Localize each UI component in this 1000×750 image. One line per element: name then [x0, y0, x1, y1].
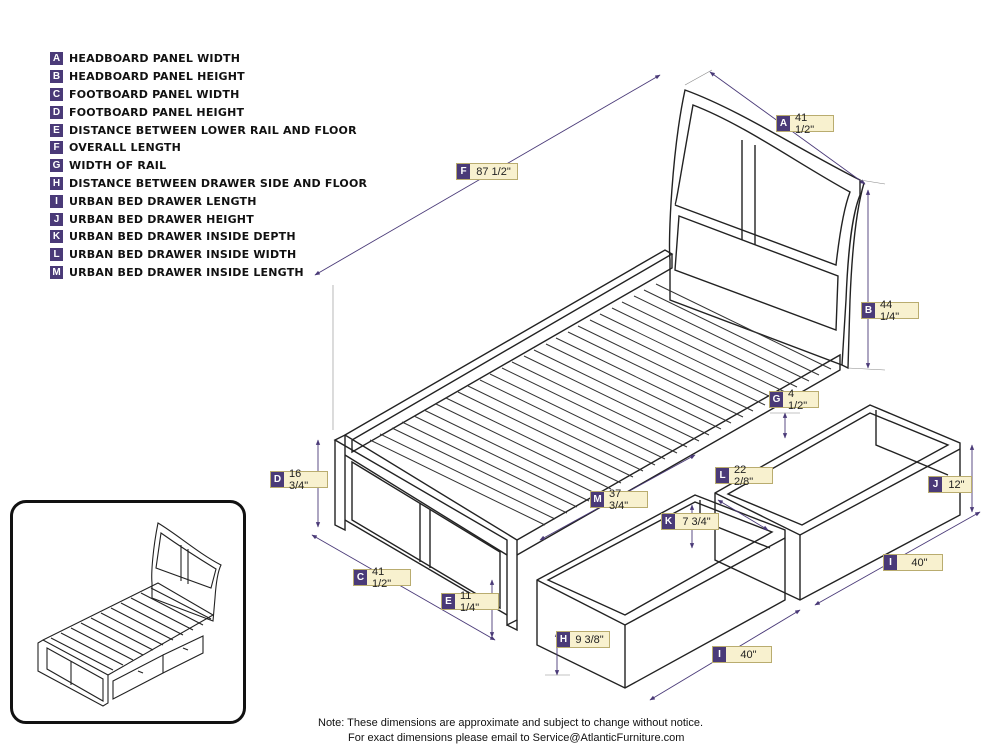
dimension-tag-b: B 44 1/4" — [861, 298, 919, 323]
tag-value: 40" — [740, 648, 757, 661]
legend-text: WIDTH OF RAIL — [69, 159, 167, 173]
dimension-tag-c: C 41 1/2" — [353, 565, 411, 590]
tag-value: 41 1/2" — [795, 111, 815, 136]
dimension-tag-e: E 11 1/4" — [441, 589, 499, 614]
legend-letter: B — [50, 70, 63, 84]
legend-letter: J — [50, 212, 63, 226]
tag-letter: M — [591, 492, 604, 507]
bed-thumbnail — [10, 500, 246, 724]
legend-item-c: C FOOTBOARD PANEL WIDTH — [50, 86, 367, 104]
legend-text: HEADBOARD PANEL HEIGHT — [69, 70, 245, 84]
dimension-tag-d: D 16 3/4" — [270, 467, 328, 492]
bed-slats — [369, 283, 832, 526]
legend-item-m: M URBAN BED DRAWER INSIDE LENGTH — [50, 264, 367, 282]
legend-item-e: E DISTANCE BETWEEN LOWER RAIL AND FLOOR — [50, 121, 367, 139]
tag-value: 16 3/4" — [289, 467, 309, 492]
tag-value: 22 2/8" — [734, 463, 754, 488]
legend-letter: C — [50, 87, 63, 101]
dimension-tag-m: M 37 3/4" — [590, 487, 648, 512]
legend-item-b: B HEADBOARD PANEL HEIGHT — [50, 68, 367, 86]
tag-letter: G — [770, 392, 783, 407]
tag-letter: I — [713, 647, 726, 662]
legend-letter: L — [50, 248, 63, 262]
dimension-tag-l: L 22 2/8" — [715, 463, 773, 488]
legend-text: FOOTBOARD PANEL HEIGHT — [69, 105, 245, 119]
dimension-tag-i-back: I 40" — [883, 554, 943, 571]
legend-letter: D — [50, 105, 63, 119]
disclaimer-note: Note: These dimensions are approximate a… — [318, 716, 703, 746]
legend-letter: I — [50, 194, 63, 208]
tag-value: 41 1/2" — [372, 565, 392, 590]
legend-text: OVERALL LENGTH — [69, 141, 181, 155]
tag-letter: J — [929, 477, 942, 492]
legend-text: DISTANCE BETWEEN LOWER RAIL AND FLOOR — [69, 123, 357, 137]
tag-value: 37 3/4" — [609, 487, 629, 512]
note-line-2: For exact dimensions please email to Ser… — [348, 732, 685, 744]
extension-lines — [332, 69, 886, 676]
legend-letter: M — [50, 265, 63, 279]
legend-letter: E — [50, 123, 63, 137]
tag-letter: A — [777, 116, 790, 131]
dimension-legend: A HEADBOARD PANEL WIDTH B HEADBOARD PANEL H… — [50, 50, 367, 281]
note-line-1: Note: These dimensions are approximate a… — [318, 717, 704, 729]
tag-letter: H — [557, 632, 570, 647]
tag-value: 12" — [948, 478, 965, 491]
legend-letter: K — [50, 230, 63, 244]
legend-letter: F — [50, 141, 63, 155]
tag-letter: E — [442, 594, 455, 609]
legend-item-k: K URBAN BED DRAWER INSIDE DEPTH — [50, 228, 367, 246]
legend-item-l: L URBAN BED DRAWER INSIDE WIDTH — [50, 246, 367, 264]
tag-value: 9 3/8" — [575, 633, 604, 646]
tag-value: 7 3/4" — [682, 515, 711, 528]
tag-letter: L — [716, 468, 729, 483]
legend-letter: G — [50, 159, 63, 173]
legend-text: URBAN BED DRAWER INSIDE LENGTH — [69, 265, 304, 279]
legend-item-d: D FOOTBOARD PANEL HEIGHT — [50, 103, 367, 121]
headboard — [668, 89, 865, 370]
legend-item-f: F OVERALL LENGTH — [50, 139, 367, 157]
tag-letter: I — [884, 555, 897, 570]
tag-letter: K — [662, 514, 675, 529]
legend-text: FOOTBOARD PANEL WIDTH — [69, 87, 240, 101]
legend-text: HEADBOARD PANEL WIDTH — [69, 52, 241, 66]
tag-letter: C — [354, 570, 367, 585]
tag-letter: B — [862, 303, 875, 318]
legend-text: URBAN BED DRAWER LENGTH — [69, 194, 257, 208]
tag-value: 4 1/2" — [788, 387, 808, 412]
legend-letter: H — [50, 176, 63, 190]
legend-item-i: I URBAN BED DRAWER LENGTH — [50, 192, 367, 210]
legend-text: URBAN BED DRAWER INSIDE DEPTH — [69, 230, 296, 244]
tag-value: 87 1/2" — [476, 165, 511, 178]
bed-thumbnail-illustration — [37, 522, 222, 707]
dimension-tag-k: K 7 3/4" — [661, 513, 719, 530]
dimension-tag-j: J 12" — [928, 476, 972, 493]
tag-value: 44 1/4" — [880, 298, 900, 323]
dimension-tag-a: A 41 1/2" — [776, 111, 834, 136]
tag-value: 11 1/4" — [460, 589, 480, 614]
legend-text: URBAN BED DRAWER INSIDE WIDTH — [69, 248, 297, 262]
dimension-tag-g: G 4 1/2" — [769, 387, 819, 412]
dimension-tag-i-front: I 40" — [712, 646, 772, 663]
dimension-lines — [311, 71, 981, 701]
tag-letter: F — [457, 164, 470, 179]
tag-value: 40" — [911, 556, 928, 569]
dimension-tag-h: H 9 3/8" — [556, 631, 610, 648]
legend-text: DISTANCE BETWEEN DRAWER SIDE AND FLOOR — [69, 176, 368, 190]
legend-item-j: J URBAN BED DRAWER HEIGHT — [50, 210, 367, 228]
tag-letter: D — [271, 472, 284, 487]
dimension-tag-f: F 87 1/2" — [456, 163, 518, 180]
legend-text: URBAN BED DRAWER HEIGHT — [69, 212, 254, 226]
legend-item-a: A HEADBOARD PANEL WIDTH — [50, 50, 367, 68]
legend-item-g: G WIDTH OF RAIL — [50, 157, 367, 175]
legend-item-h: H DISTANCE BETWEEN DRAWER SIDE AND FLOOR — [50, 175, 367, 193]
legend-letter: A — [50, 52, 63, 66]
